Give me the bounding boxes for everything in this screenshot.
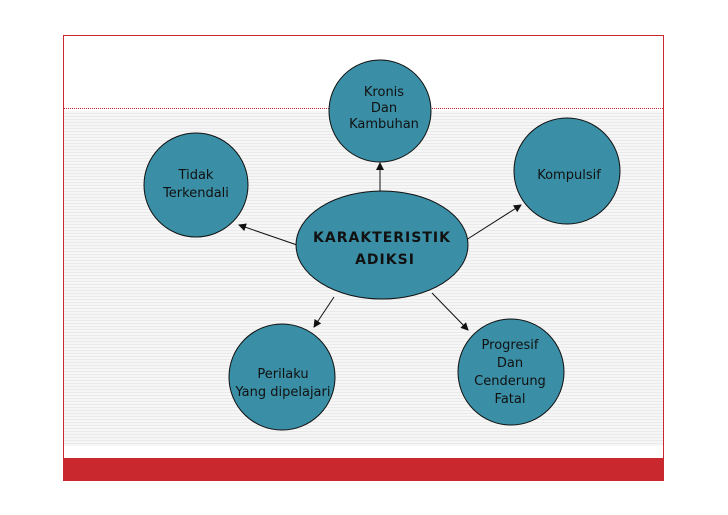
arrow-to-perilaku	[313, 296, 335, 328]
node-progresif-label-1: Progresif	[482, 338, 539, 353]
node-kompulsif-label-1: Kompulsif	[537, 168, 601, 183]
node-kompulsif-circle	[513, 117, 621, 225]
node-kronis-circle	[328, 59, 432, 163]
node-tidak-terkendali-label-1: Tidak	[178, 168, 214, 183]
node-tidak-terkendali: Tidak Terkendali	[143, 132, 249, 238]
node-kronis-label-3: Kambuhan	[349, 117, 419, 132]
node-kronis-label-2: Dan	[371, 101, 397, 116]
node-progresif-circle	[457, 318, 565, 426]
node-kronis-label-1: Kronis	[364, 85, 404, 100]
node-center-label-2: ADIKSI	[355, 252, 415, 268]
node-perilaku-label-1: Perilaku	[257, 367, 308, 382]
node-perilaku-label-2: Yang dipelajari	[235, 385, 331, 400]
node-kronis: Kronis Dan Kambuhan	[328, 59, 432, 163]
node-progresif-label-3: Cenderung	[474, 374, 546, 389]
node-center-label-1: KARAKTERISTIK	[313, 230, 451, 246]
node-center: KARAKTERISTIK ADIKSI	[295, 190, 469, 300]
node-tidak-terkendali-circle	[143, 132, 249, 238]
node-progresif: Progresif Dan Cenderung Fatal	[457, 318, 565, 426]
node-progresif-label-2: Dan	[497, 356, 523, 371]
node-tidak-terkendali-label-2: Terkendali	[162, 186, 229, 201]
node-kompulsif: Kompulsif	[513, 117, 621, 225]
node-center-ellipse	[295, 190, 469, 300]
footer-bar	[64, 458, 663, 480]
arrow-to-tidak-terkendali	[238, 223, 298, 246]
node-progresif-label-4: Fatal	[495, 392, 526, 407]
arrow-to-progresif	[431, 292, 469, 331]
arrow-to-kompulsif	[465, 204, 522, 241]
node-perilaku-circle	[228, 323, 336, 431]
node-perilaku: Perilaku Yang dipelajari	[228, 323, 336, 431]
